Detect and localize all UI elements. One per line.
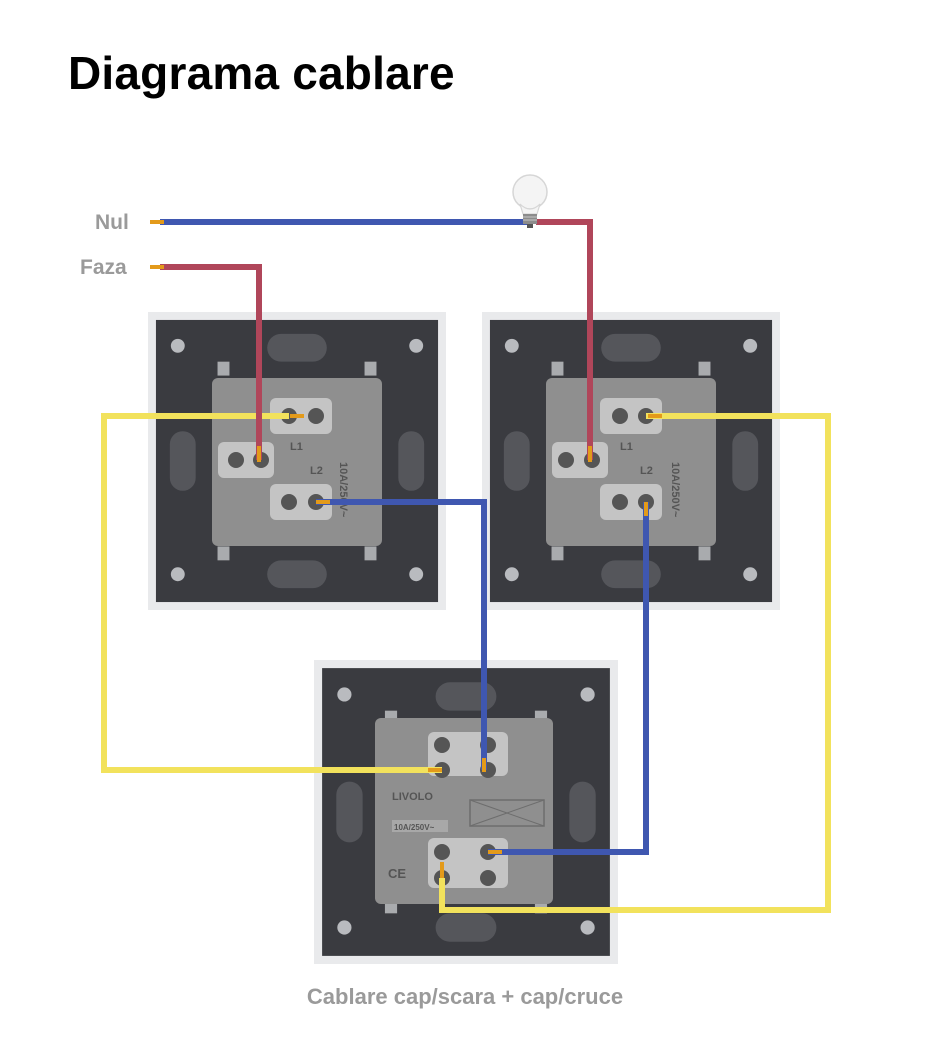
traveler-wire-blue-left	[316, 499, 487, 770]
brand-label: LIVOLO	[392, 791, 433, 803]
switch-module-right: L1 L2 10A/250V~	[546, 378, 716, 546]
light-bulb-icon	[512, 174, 548, 228]
terminal-l2-label-right: L2	[640, 465, 653, 477]
ce-mark: CE	[388, 866, 406, 881]
traveler-wire-blue-right	[488, 502, 649, 855]
copper-wire-ends	[150, 220, 662, 878]
cross-switch-module: LIVOLO 10A/250V~ CE	[375, 718, 553, 904]
diagram-caption: Cablare cap/scara + cap/cruce	[306, 984, 624, 1009]
terminal-l2-label: L2	[310, 465, 323, 477]
terminal-l1-label: L1	[290, 441, 303, 453]
phase-label: Faza	[80, 256, 127, 279]
rating-label: 10A/250V~	[337, 462, 349, 518]
neutral-label: Nul	[95, 211, 129, 234]
rating-label-bottom: 10A/250V~	[394, 823, 435, 832]
traveler-wire-right	[439, 413, 831, 913]
lamp-return-wire	[536, 219, 593, 460]
traveler-wire-left	[101, 413, 442, 773]
rating-label-right: 10A/250V~	[669, 462, 681, 518]
switch-module-left: L1 L2 10A/250V~	[212, 378, 382, 546]
page-title: Diagrama cablare	[68, 47, 455, 99]
terminal-l1-label-right: L1	[620, 441, 633, 453]
phase-wire	[160, 264, 262, 460]
